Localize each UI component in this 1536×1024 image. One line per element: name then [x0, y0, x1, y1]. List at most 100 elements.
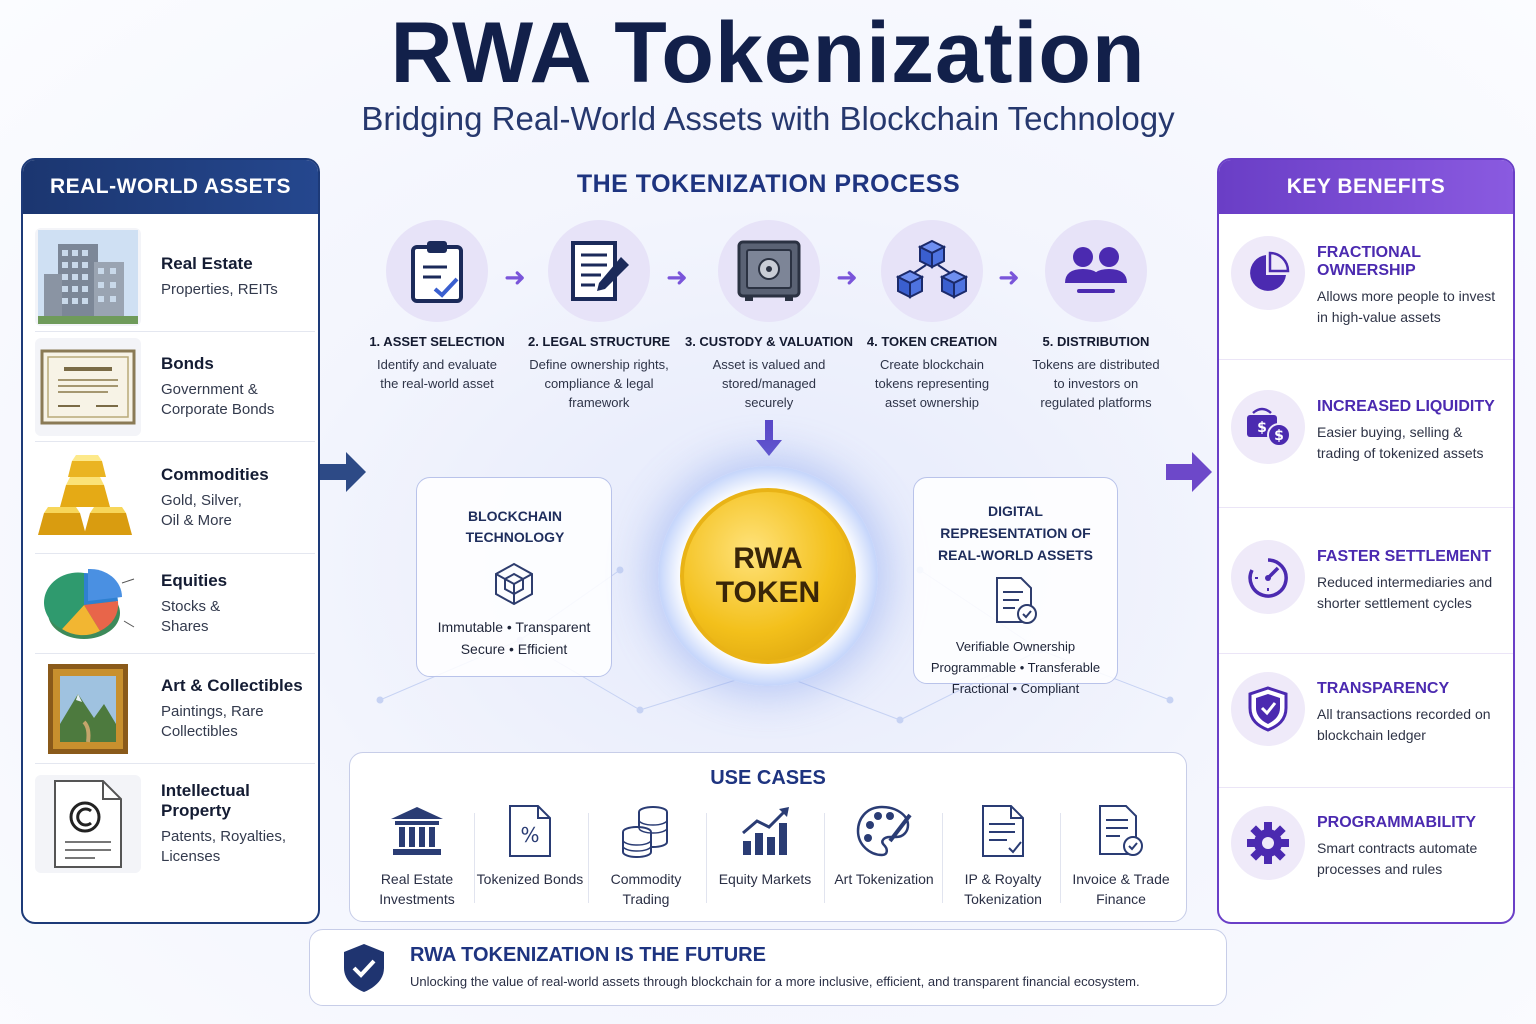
step-title: 3. CUSTODY & VALUATION — [684, 334, 854, 349]
blockchain-box-line2: Secure • Efficient — [460, 641, 568, 657]
step-legal-structure: 2. LEGAL STRUCTURE Define ownership righ… — [514, 220, 684, 412]
asset-title: Intellectual Property — [161, 781, 250, 820]
divider — [1060, 813, 1061, 903]
use-cases-title: USE CASES — [710, 767, 826, 789]
divider — [942, 813, 943, 903]
benefit-programmability: PROGRAMMABILITY Smart contracts automate… — [1219, 788, 1513, 922]
use-case-label: Equity Markets — [718, 871, 812, 887]
step-title: 5. DISTRIBUTION — [1042, 334, 1150, 349]
digital-box-line1: Verifiable Ownership — [955, 639, 1076, 654]
cash-coin-icon: $ $ — [1231, 390, 1305, 464]
blockchain-box-title: BLOCKCHAIN TECHNOLOGY — [465, 508, 565, 545]
arrow-down-icon — [756, 420, 782, 456]
clipboard-check-icon — [386, 220, 488, 322]
arrow-right-icon — [320, 452, 366, 492]
asset-real-estate: Real Estate Properties, REITs — [35, 222, 315, 332]
palette-icon — [825, 801, 943, 861]
step-desc: Tokens are distributed to investors on r… — [1032, 357, 1160, 410]
fraction-pie-icon — [1231, 236, 1305, 310]
step-arrow-icon: ➜ — [666, 262, 688, 292]
use-case-label: Art Tokenization — [834, 871, 934, 887]
process-title: THE TOKENIZATION PROCESS — [576, 170, 961, 198]
asset-commodities: Commodities Gold, Silver, Oil & More — [35, 442, 315, 554]
benefit-desc: Allows more people to invest in high-val… — [1317, 288, 1496, 325]
footer-banner: RWA TOKENIZATION IS THE FUTURE Unlocking… — [309, 929, 1227, 1006]
benefit-title: FASTER SETTLEMENT — [1317, 548, 1492, 565]
step-title: 1. ASSET SELECTION — [369, 334, 505, 349]
gear-icon — [1231, 806, 1305, 880]
investors-icon — [1045, 220, 1147, 322]
footer-desc: Unlocking the value of real-world assets… — [410, 974, 1140, 989]
step-desc: Create blockchain tokens representing as… — [874, 357, 990, 410]
use-case-bonds: % Tokenized Bonds — [471, 801, 589, 911]
asset-desc: Gold, Silver, Oil & More — [161, 491, 242, 529]
blocks-icon — [881, 220, 983, 322]
asset-desc: Government & Corporate Bonds — [161, 380, 275, 418]
benefit-faster-settlement: FASTER SETTLEMENT Reduced intermediaries… — [1219, 508, 1513, 654]
gold-bars-icon — [35, 448, 141, 547]
asset-art: Art & Collectibles Paintings, Rare Colle… — [35, 654, 315, 764]
benefit-desc: Smart contracts automate processes and r… — [1317, 840, 1478, 877]
key-benefits-panel: KEY BENEFITS FRACTIONAL OWNERSHIP Allows… — [1217, 158, 1515, 924]
painting-icon — [35, 659, 141, 758]
benefit-title: PROGRAMMABILITY — [1317, 814, 1477, 831]
blockchain-box-line1: Immutable • Transparent — [437, 619, 591, 635]
safe-icon — [718, 220, 820, 322]
shield-check-icon — [344, 944, 384, 992]
step-title: 4. TOKEN CREATION — [866, 334, 998, 349]
step-desc: Asset is valued and stored/managed secur… — [712, 357, 826, 410]
document-pen-icon — [548, 220, 650, 322]
benefit-desc: All transactions recorded on blockchain … — [1317, 706, 1491, 743]
benefit-fractional-ownership: FRACTIONAL OWNERSHIP Allows more people … — [1219, 236, 1513, 360]
step-desc: Define ownership rights, compliance & le… — [529, 357, 669, 410]
asset-intellectual-property: Intellectual Property Patents, Royalties… — [35, 764, 315, 884]
use-case-label: Invoice & Trade Finance — [1072, 871, 1170, 907]
benefit-desc: Easier buying, selling & trading of toke… — [1317, 424, 1484, 461]
step-arrow-icon: ➜ — [504, 262, 526, 292]
step-custody-valuation: 3. CUSTODY & VALUATION Asset is valued a… — [684, 220, 854, 412]
bar-growth-icon — [706, 801, 824, 861]
pie-chart-icon — [35, 554, 141, 653]
asset-desc: Paintings, Rare Collectibles — [161, 702, 264, 740]
bank-icon — [358, 801, 476, 861]
cube-icon — [417, 562, 611, 611]
svg-text:$: $ — [1257, 420, 1267, 436]
use-case-label: Real Estate Investments — [379, 871, 455, 907]
coin-stack-icon — [587, 801, 705, 861]
step-arrow-icon: ➜ — [998, 262, 1020, 292]
asset-title: Commodities — [161, 464, 269, 484]
asset-title: Equities — [161, 570, 228, 590]
step-asset-selection: 1. ASSET SELECTION Identify and evaluate… — [352, 220, 522, 393]
certificate-icon — [35, 337, 141, 436]
benefit-increased-liquidity: $ $ INCREASED LIQUIDITY Easier buying, s… — [1219, 360, 1513, 508]
verified-document-icon — [914, 576, 1117, 631]
benefit-desc: Reduced intermediaries and shorter settl… — [1317, 574, 1493, 611]
digital-box-line3: Fractional • Compliant — [951, 681, 1080, 696]
step-desc: Identify and evaluate the real-world ass… — [377, 357, 497, 391]
key-benefits-header: KEY BENEFITS — [1219, 160, 1513, 214]
step-distribution: 5. DISTRIBUTION Tokens are distributed t… — [1011, 220, 1181, 412]
token-line2: TOKEN — [715, 576, 821, 609]
asset-title: Bonds — [161, 353, 214, 373]
step-token-creation: 4. TOKEN CREATION Create blockchain toke… — [847, 220, 1017, 412]
use-case-label: IP & Royalty Tokenization — [964, 871, 1042, 907]
rwa-token-coin: RWA TOKEN — [680, 488, 856, 664]
divider — [824, 813, 825, 903]
benefit-title: TRANSPARENCY — [1317, 680, 1450, 697]
real-world-assets-header: REAL-WORLD ASSETS — [23, 160, 318, 214]
footer-title: RWA TOKENIZATION IS THE FUTURE — [410, 944, 766, 966]
step-arrow-icon: ➜ — [836, 262, 858, 292]
copyright-document-icon — [35, 775, 141, 873]
token-line1: RWA — [733, 542, 803, 575]
step-title: 2. LEGAL STRUCTURE — [527, 334, 671, 349]
shield-check-icon — [1231, 672, 1305, 746]
use-case-invoice: Invoice & Trade Finance — [1062, 801, 1180, 911]
blockchain-technology-box: BLOCKCHAIN TECHNOLOGY Immutable • Transp… — [416, 477, 612, 677]
asset-desc: Properties, REITs — [161, 280, 278, 298]
use-case-ip: IP & Royalty Tokenization — [944, 801, 1062, 911]
svg-text:$: $ — [1274, 428, 1284, 444]
digital-representation-box: DIGITAL REPRESENTATION OF REAL-WORLD ASS… — [913, 477, 1118, 696]
use-case-label: Commodity Trading — [610, 871, 682, 907]
divider — [588, 813, 589, 903]
invoice-check-icon — [1062, 801, 1180, 861]
